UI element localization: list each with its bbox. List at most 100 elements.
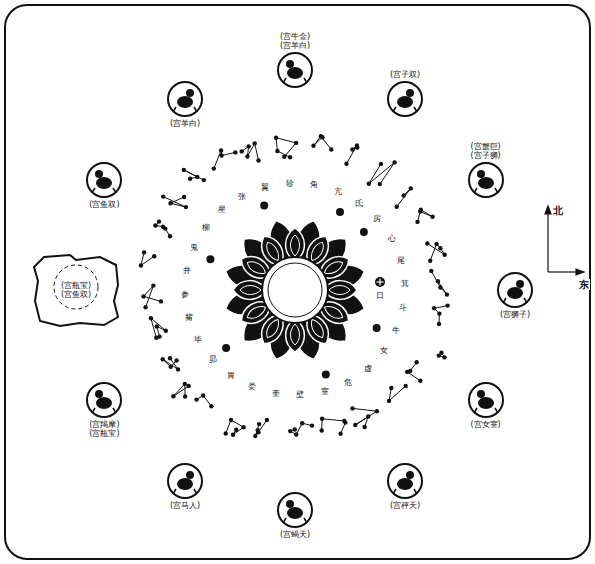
star-dot: [274, 136, 278, 140]
zodiac-figure: [95, 390, 103, 398]
palace-circle: (宫子双): [387, 81, 423, 117]
petal-vein: [245, 303, 268, 321]
palace-caption: (宫蝎天): [279, 530, 311, 539]
star-dot: [310, 423, 314, 427]
zodiac-figure: [393, 489, 417, 494]
petal-vein: [264, 240, 282, 263]
arrow-line: [548, 271, 578, 272]
petal-vein: [322, 259, 345, 277]
palace-outline: [387, 463, 423, 499]
petal-vein: [245, 259, 268, 277]
palace-name: (宫瓶宝): [88, 429, 120, 438]
palace-caption: (宫狮子): [499, 310, 531, 319]
zodiac-figure: [474, 408, 498, 413]
petal-vein: [329, 286, 350, 295]
dashed-circle: [54, 265, 98, 309]
palace-circle: (宫牛金)(宫羊白): [277, 52, 313, 88]
zodiac-figure: [516, 280, 524, 288]
star-dot: [320, 428, 324, 432]
planet-dot: [260, 201, 268, 209]
mansion-name: 奎: [271, 390, 281, 399]
star-dot: [402, 193, 406, 197]
mansion-name: 角: [309, 181, 319, 190]
palace-outline: [86, 162, 122, 198]
zodiac-figure: [96, 397, 112, 409]
mansion-name: 觜: [184, 314, 194, 323]
star-dot: [159, 299, 163, 303]
palace-circle-outline: [278, 493, 312, 527]
star-dot: [282, 155, 286, 159]
star-dot: [350, 147, 354, 151]
star-dot: [183, 382, 187, 386]
palace-name: (宫狮子): [499, 310, 531, 319]
star-dot: [142, 250, 146, 254]
star-dot: [257, 422, 261, 426]
star-dot: [247, 144, 251, 148]
mansion-name: 柳: [201, 224, 211, 233]
mansion-name: 氐: [354, 200, 364, 209]
star-dot: [153, 223, 157, 227]
asterism-line: [226, 420, 244, 435]
direction-arrows: [545, 206, 584, 275]
palace-caption: (宫马人): [169, 501, 201, 510]
palace-circle: (宫秤天): [387, 463, 423, 499]
star-dot: [149, 316, 153, 320]
star-dot: [186, 384, 190, 388]
zodiac-figure: [507, 287, 523, 299]
asterism-line: [427, 244, 444, 261]
mansion-name: 心: [387, 235, 397, 244]
zodiac-figure: [397, 478, 413, 490]
palace-outline: [468, 382, 504, 418]
petal-vein: [322, 303, 345, 321]
palace-caption: (宫蟹巨)(宫子狮): [469, 142, 501, 160]
star-dot: [434, 242, 438, 246]
palace-name: (宫羊白): [279, 41, 311, 50]
asterism-line: [276, 138, 296, 158]
palace-name: (宫蝎天): [279, 530, 311, 539]
star-dot: [233, 150, 237, 154]
star-dot: [194, 397, 198, 401]
lotus: [223, 218, 368, 363]
sun-symbol: [375, 277, 385, 287]
star-dot: [201, 393, 205, 397]
star-dot: [229, 418, 233, 422]
zodiac-figure: [477, 390, 485, 398]
asterism-line: [242, 143, 259, 160]
star-dot: [265, 418, 269, 422]
mansion-name: 室: [320, 388, 330, 397]
zodiac-figure: [287, 67, 303, 79]
star-dot: [151, 283, 155, 287]
star-dot: [438, 285, 442, 289]
zodiac-figure: [186, 89, 194, 97]
palace-outline: [277, 492, 313, 528]
mansion-name: 轸: [285, 180, 295, 189]
star-dot: [209, 404, 213, 408]
palace-name: (宫子狮): [469, 151, 501, 160]
asterism-line: [369, 162, 395, 184]
star-dot: [428, 259, 432, 263]
star-dot: [418, 379, 422, 383]
palace-caption: (宫女室): [469, 420, 501, 429]
arrow-head: [545, 206, 551, 214]
palace-circle-outline: [469, 163, 503, 197]
zodiac-figure: [397, 96, 413, 108]
star-dot: [184, 205, 188, 209]
star-dot: [288, 155, 292, 159]
star-dot: [362, 425, 366, 429]
palace-panel: (宫瓶宝)(宫鱼双): [30, 251, 122, 329]
palace-name: (宫女室): [469, 420, 501, 429]
mansion-name: 张: [237, 193, 247, 202]
star-dot: [344, 162, 348, 166]
star-dot: [405, 370, 409, 374]
palace-caption: (宫子双): [389, 70, 421, 79]
star-dot: [425, 241, 429, 245]
zodiac-figure: [474, 188, 498, 193]
star-dot: [320, 417, 324, 421]
palace-circle: (宫鱼双): [86, 162, 122, 198]
mansion-name: 鬼: [189, 244, 199, 253]
asterism-line: [322, 419, 346, 434]
asterism-line: [156, 222, 171, 237]
zodiac-figure: [393, 107, 417, 112]
star-dot: [350, 406, 354, 410]
palace-outline: [387, 81, 423, 117]
